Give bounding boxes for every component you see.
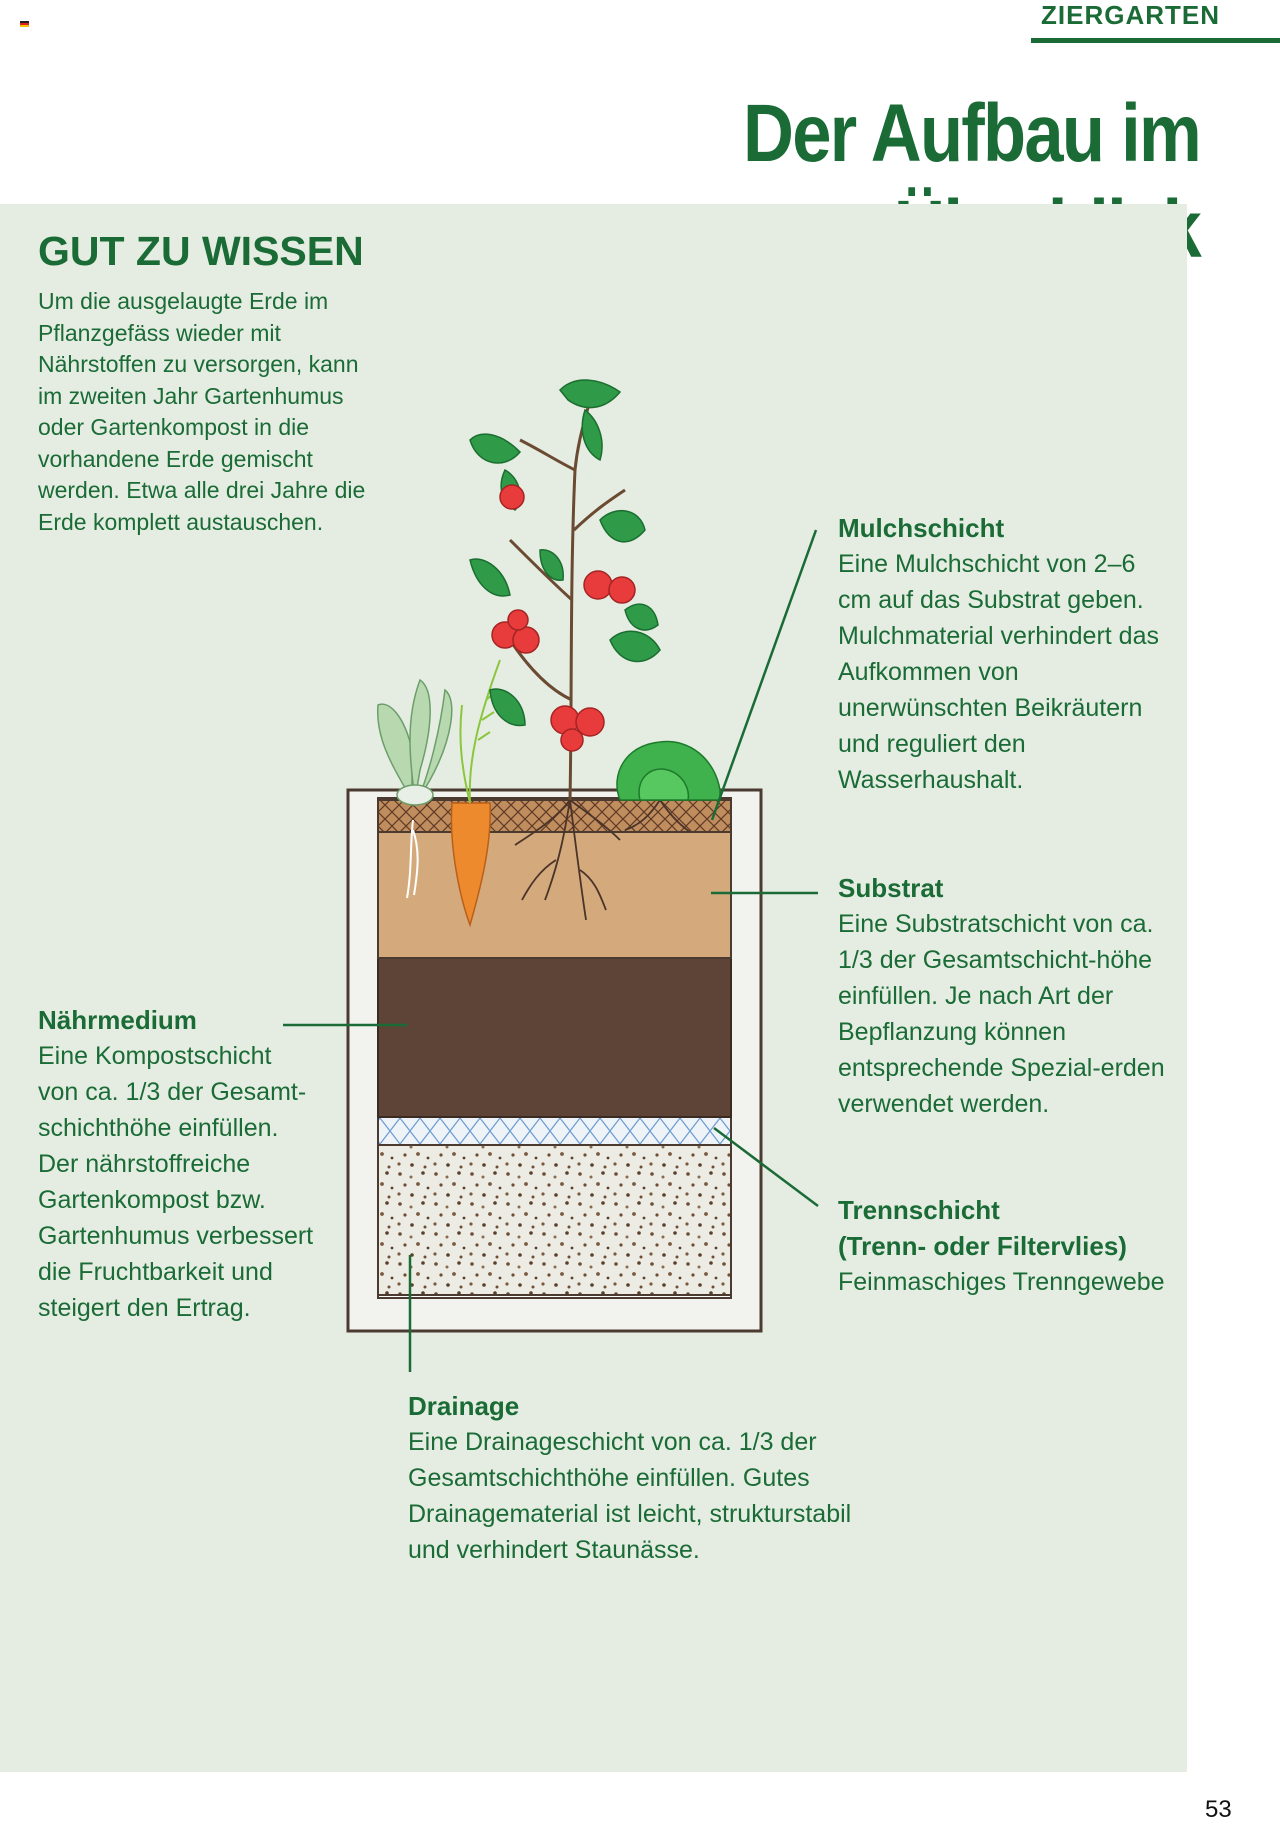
carrot-leaves-icon: [459, 659, 501, 804]
nutrient-callout: Nährmedium Eine Kompostschicht von ca. 1…: [38, 1002, 318, 1326]
carrot-icon: [450, 802, 491, 928]
radish-roots: [406, 819, 419, 899]
mulch-title: Mulchschicht: [838, 513, 1005, 543]
separator-layer: [377, 1116, 732, 1146]
drainage-callout: Drainage Eine Drainageschicht von ca. 1/…: [408, 1388, 878, 1568]
drainage-text: Eine Drainageschicht von ca. 1/3 der Ges…: [408, 1428, 852, 1564]
radish-leaves-icon: [376, 678, 453, 806]
mulch-callout: Mulchschicht Eine Mulchschicht von 2–6 c…: [838, 510, 1168, 798]
tip-text: Um die ausgelaugte Erde im Pflanzgefäss …: [38, 288, 366, 535]
page-number: 53: [1205, 1796, 1232, 1823]
nutrient-title: Nährmedium: [38, 1005, 197, 1035]
substrate-text: Eine Substratschicht von ca. 1/3 der Ges…: [838, 910, 1165, 1118]
separator-title: Trennschicht: [838, 1195, 1000, 1225]
substrate-callout: Substrat Eine Substratschicht von ca. 1/…: [838, 870, 1168, 1122]
substrate-layer: [377, 831, 732, 959]
separator-text: Feinmaschiges Trenngewebe: [838, 1268, 1165, 1296]
language-flag-icon: [20, 21, 29, 27]
tomato-leaves-icon: [469, 379, 661, 727]
tomato-icon: [491, 484, 636, 752]
drainage-layer: [377, 1144, 732, 1296]
section-label: ZIERGARTEN: [1041, 0, 1220, 30]
callout-lines: [283, 529, 819, 1372]
roots: [514, 799, 691, 921]
separator-callout: Trennschicht (Trenn- oder Filtervlies) F…: [838, 1192, 1178, 1300]
substrate-title: Substrat: [838, 873, 944, 903]
section-underline: [1031, 38, 1280, 43]
nutrient-text: Eine Kompostschicht von ca. 1/3 der Gesa…: [38, 1042, 314, 1322]
drainage-title: Drainage: [408, 1391, 520, 1421]
lettuce-icon: [616, 740, 721, 801]
compost-layer: [377, 957, 732, 1118]
tip-heading: GUT ZU WISSEN: [38, 228, 364, 274]
separator-subtitle: (Trenn- oder Filtervlies): [838, 1231, 1127, 1261]
mulch-text: Eine Mulchschicht von 2–6 cm auf das Sub…: [838, 550, 1159, 794]
